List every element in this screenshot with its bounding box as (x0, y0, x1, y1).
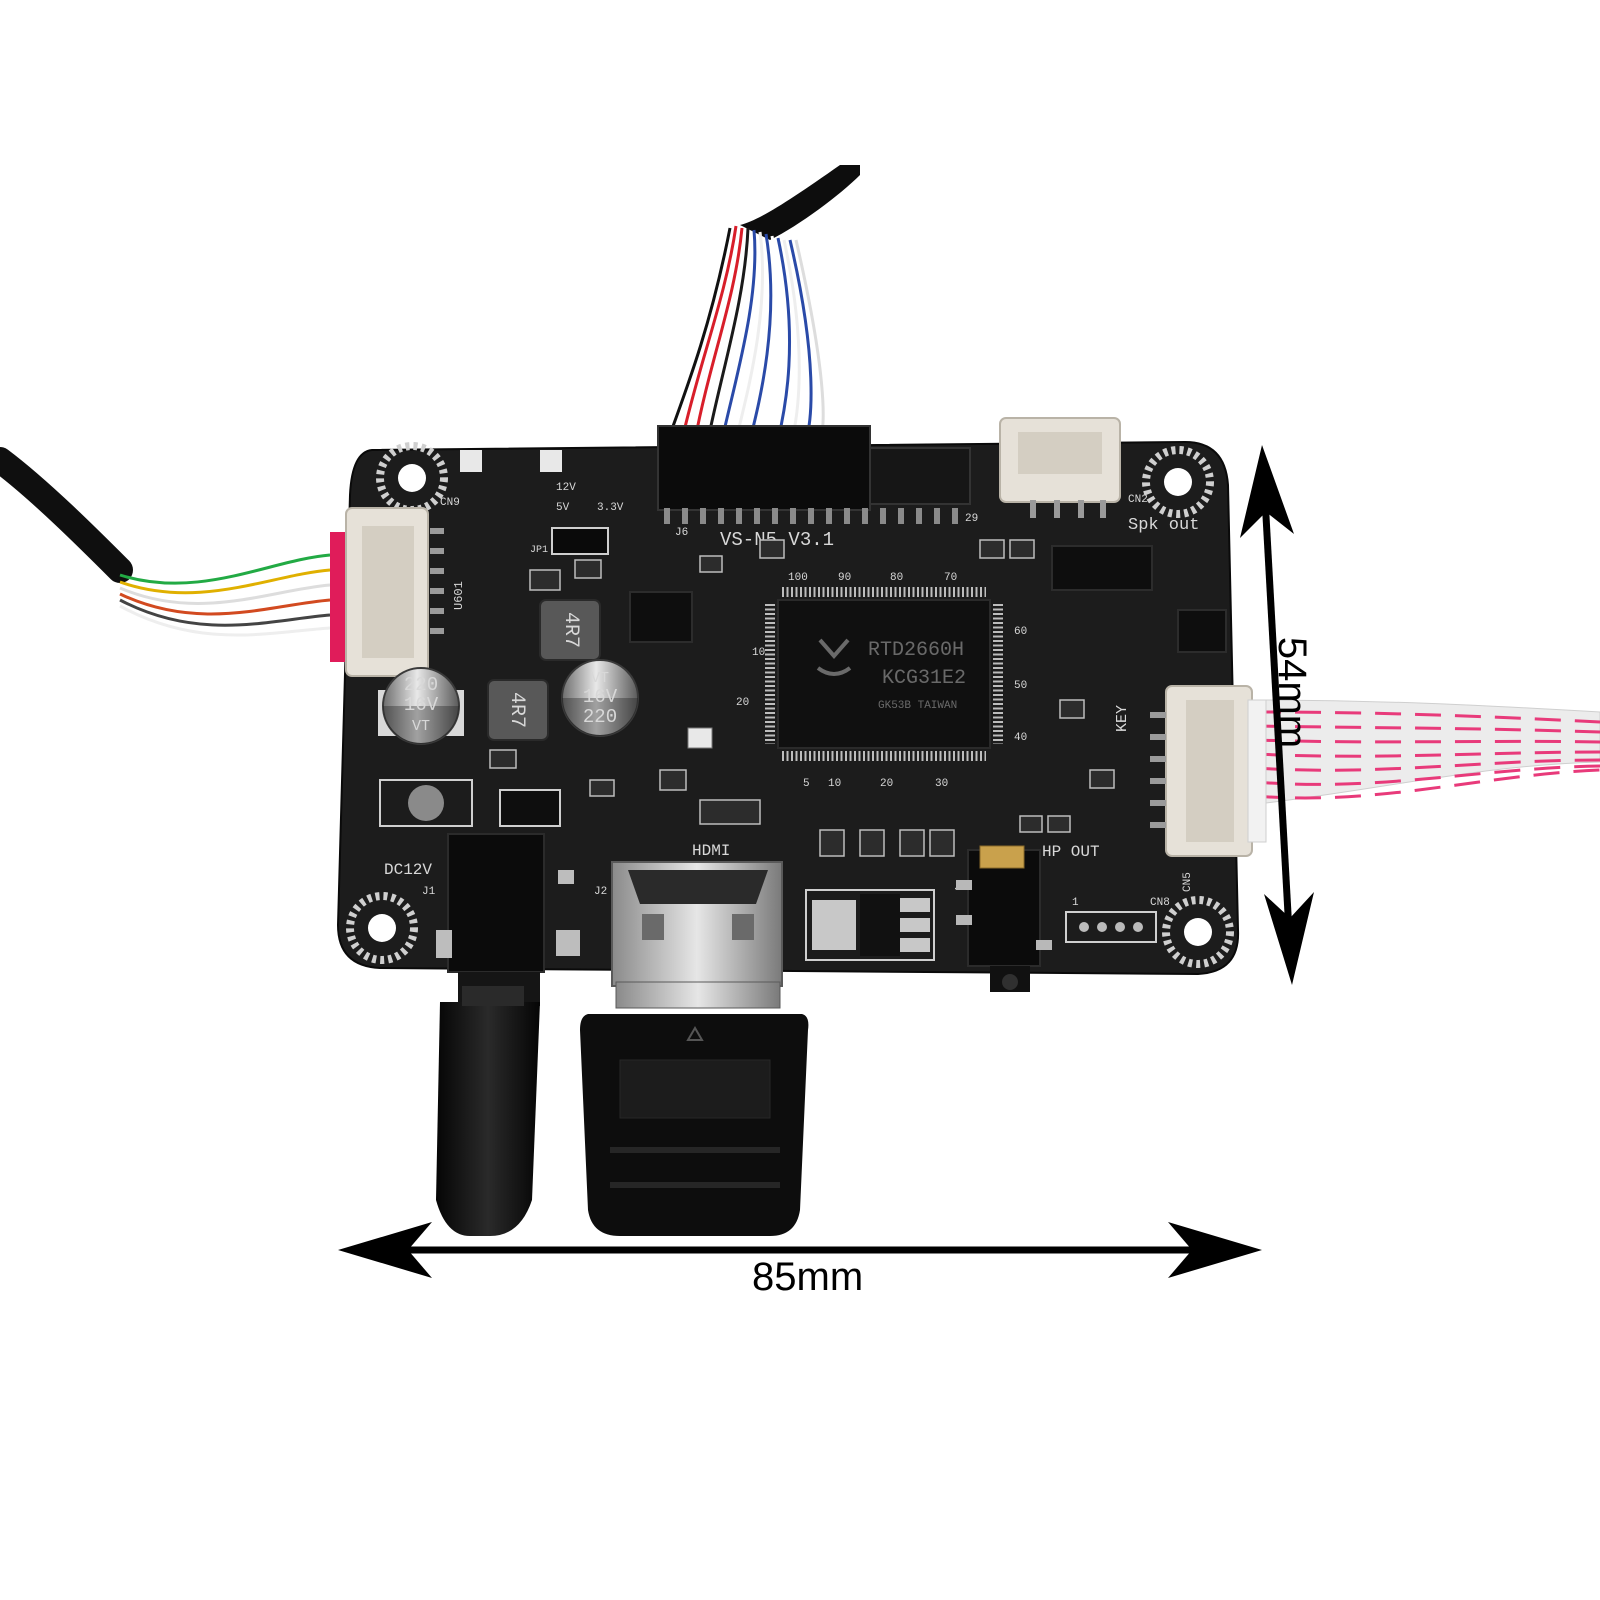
height-dimension-label: 54mm (1270, 636, 1315, 749)
pin-tick: 20 (880, 778, 893, 790)
speaker-out-label: Spk out (1128, 516, 1199, 535)
ribbon-connector-cn5 (1150, 685, 1267, 857)
chip-marking-line2: KCG31E2 (882, 667, 966, 690)
pin-tick: 60 (1014, 626, 1027, 638)
v5-label: 5V (556, 502, 570, 514)
pin-tick: 40 (1014, 732, 1027, 744)
cap1-voltage: 16V (404, 694, 439, 716)
pin-tick: 70 (944, 572, 957, 584)
pin-tick: 10 (828, 778, 841, 790)
v12-label: 12V (556, 482, 576, 494)
u601-label: U601 (452, 581, 466, 610)
cap2-voltage: 16V (583, 686, 618, 708)
cap2-series: VT (591, 670, 609, 687)
dc12v-label: DC12V (384, 861, 432, 879)
hp-out-label: HP OUT (1042, 843, 1100, 861)
pin29-label: 29 (965, 513, 978, 525)
hdmi-port (611, 861, 783, 987)
key-cable (0, 447, 331, 637)
pin-tick: 100 (788, 572, 808, 584)
pin-tick: 80 (890, 572, 903, 584)
width-dimension-label: 85mm (752, 1255, 864, 1299)
inductor-1-label: 4R7 (559, 612, 582, 648)
lvds-header-j6 (657, 425, 971, 524)
width-dimension-arrow (338, 1222, 1262, 1278)
capacitor-1: 220 16V VT (378, 667, 464, 745)
inductor-1: 4R7 (539, 599, 601, 661)
cap1-value: 220 (404, 674, 438, 696)
cn5-label: CN5 (1182, 872, 1194, 892)
jp1-label: JP1 (530, 545, 548, 556)
hdmi-label: HDMI (692, 842, 730, 860)
hdmi-plug (580, 981, 809, 1236)
ribbon-cable (1249, 699, 1600, 806)
chip-marking-line3: GK53B TAIWAN (878, 700, 957, 712)
main-chip: RTD2660H KCG31E2 GK53B TAIWAN (765, 587, 1003, 761)
cn2-label: CN2 (1128, 494, 1148, 506)
pin-tick: 90 (838, 572, 851, 584)
key-connector-cn9 (330, 507, 444, 677)
key-label: KEY (1114, 705, 1131, 732)
inductor-2: 4R7 (487, 679, 549, 741)
j6-label: J6 (675, 527, 688, 539)
speaker-connector-cn2 (999, 417, 1121, 518)
pin-tick: 50 (1014, 680, 1027, 692)
cap2-value: 220 (583, 706, 617, 728)
inductor-2-label: 4R7 (505, 692, 528, 728)
v33-label: 3.3V (597, 502, 624, 514)
pin-tick: 20 (736, 697, 749, 709)
j1-label: J1 (422, 886, 436, 898)
pin-tick: 5 (803, 778, 810, 790)
realtek-logo-icon (816, 638, 852, 676)
lvds-cable (666, 165, 860, 441)
pin-tick: 30 (935, 778, 948, 790)
pcb-board: RTD2660H KCG31E2 GK53B TAIWAN 100 90 80 … (330, 417, 1267, 976)
headphone-jack (956, 845, 1052, 992)
capacitor-2: VT 16V 220 (561, 659, 639, 737)
cn9-label: CN9 (440, 497, 460, 509)
triangle-icon (686, 1026, 704, 1041)
dc-plug (436, 986, 540, 1236)
cap1-series: VT (412, 718, 430, 735)
height-dimension-arrow (1240, 445, 1314, 985)
pin-tick: 10 (752, 647, 765, 659)
chip-marking-line1: RTD2660H (868, 639, 964, 662)
j2-label: J2 (594, 886, 607, 898)
cn8-label: CN8 (1150, 897, 1170, 909)
pin1-label: 1 (1072, 897, 1079, 909)
